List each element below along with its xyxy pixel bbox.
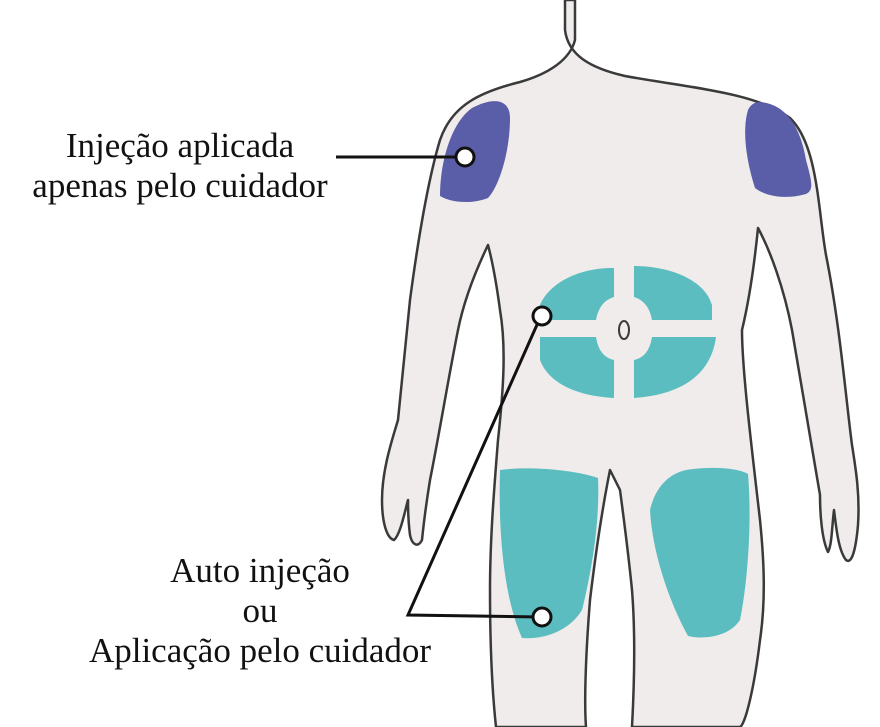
right-thigh-zone: [650, 467, 750, 638]
caregiver-only-label: Injeção aplicada apenas pelo cuidador: [0, 128, 360, 208]
self-or-caregiver-label-line3: Aplicação pelo cuidador: [88, 631, 432, 670]
self-injection-leader-line: [405, 317, 542, 619]
abdomen-zone-lower-left: [540, 337, 614, 398]
right-arm-zone: [745, 102, 812, 197]
abdomen-zone-upper-right: [634, 266, 712, 320]
self-or-caregiver-label-line1: Auto injeção: [170, 551, 350, 590]
navel: [618, 320, 630, 340]
self-or-caregiver-label-line2: ou: [242, 591, 278, 630]
left-thigh-zone: [499, 468, 599, 639]
self-or-caregiver-label: Auto injeção ou Aplicação pelo cuidador: [50, 553, 470, 673]
thigh-marker: [531, 606, 553, 628]
arm-marker: [454, 146, 476, 168]
caregiver-only-label-line1: Injeção aplicada: [65, 126, 295, 165]
abdomen-marker: [531, 305, 553, 327]
abdomen-zone-lower-right: [634, 337, 716, 398]
left-arm-zone: [440, 101, 510, 203]
caregiver-only-label-line2: apenas pelo cuidador: [32, 166, 328, 205]
abdomen-zone-upper-left: [540, 268, 614, 320]
